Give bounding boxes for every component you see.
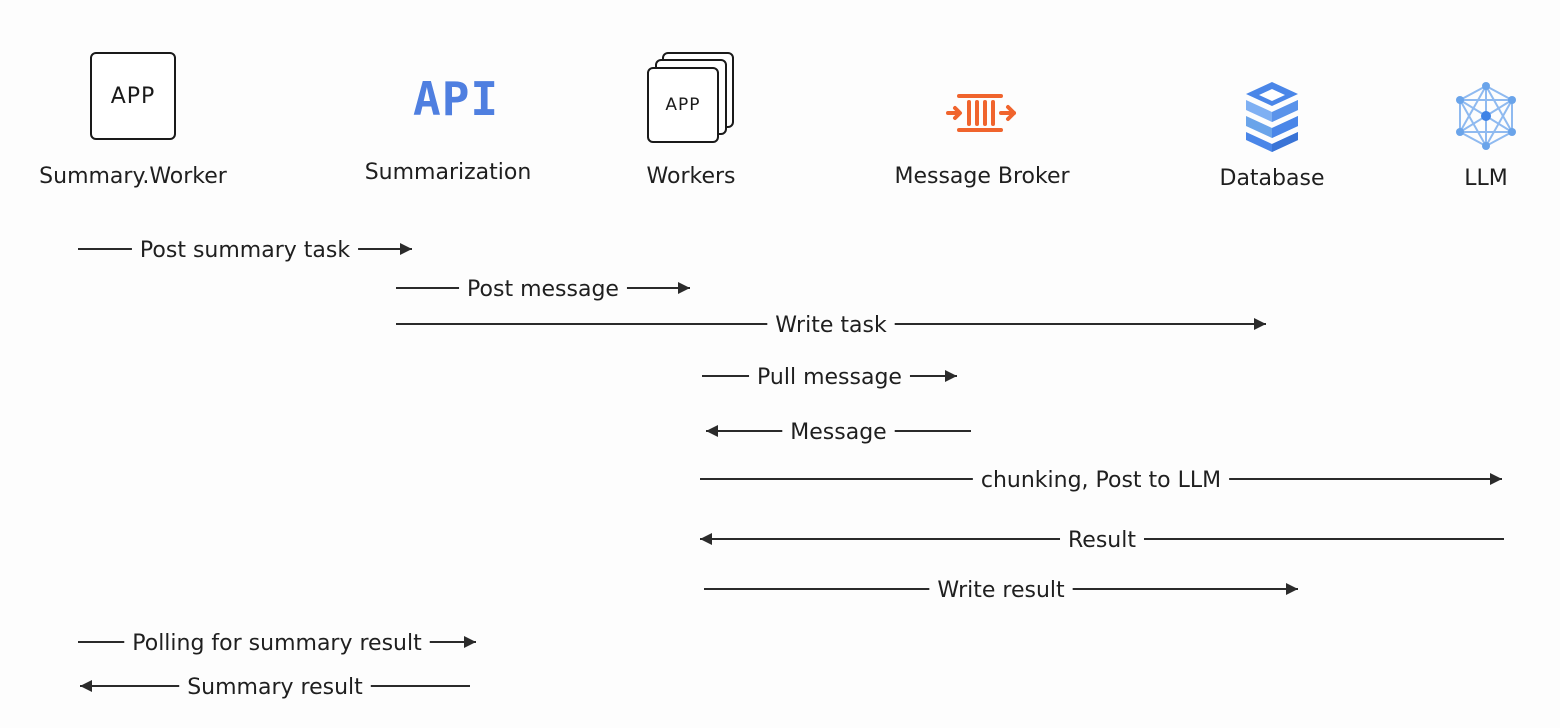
message-broker-icon <box>946 94 1016 132</box>
arrowhead-icon <box>80 680 92 692</box>
actor-label-workers: Workers <box>646 164 736 189</box>
message-label: Message <box>790 420 886 445</box>
message-label: Post summary task <box>140 238 350 263</box>
message-label: chunking, Post to LLM <box>981 468 1221 493</box>
app-box-icon: APP <box>90 52 176 140</box>
message-label: Write task <box>775 313 887 338</box>
arrowhead-icon <box>1490 473 1502 485</box>
message-arrow: Message <box>706 420 971 445</box>
message-label: Polling for summary result <box>132 631 422 656</box>
message-label: Pull message <box>757 365 902 390</box>
arrowhead-icon <box>706 425 718 437</box>
actor-label-summary-worker: Summary.Worker <box>39 164 227 189</box>
message-label: Summary result <box>187 675 363 700</box>
message-arrow: Summary result <box>80 675 470 700</box>
actor-label-database: Database <box>1219 166 1325 191</box>
stacked-app-front: APP <box>647 67 719 143</box>
message-arrow: Polling for summary result <box>78 631 476 656</box>
actor-label-llm: LLM <box>1464 166 1508 191</box>
arrowhead-icon <box>678 282 690 294</box>
arrowhead-icon <box>700 533 712 545</box>
message-arrow: Post summary task <box>78 238 412 263</box>
message-arrow: Write result <box>704 578 1298 603</box>
message-arrow: Pull message <box>702 365 957 390</box>
message-label: Result <box>1068 528 1136 553</box>
message-label: Write result <box>937 578 1065 603</box>
database-icon <box>1246 82 1298 152</box>
arrowhead-icon <box>1254 318 1266 330</box>
message-arrow: chunking, Post to LLM <box>700 468 1502 493</box>
actor-label-message-broker: Message Broker <box>894 164 1070 189</box>
llm-network-icon <box>1456 82 1516 150</box>
message-arrow: Result <box>700 528 1504 553</box>
api-icon: API <box>413 72 500 126</box>
message-arrow: Post message <box>396 277 690 302</box>
message-arrow: Write task <box>396 313 1266 338</box>
arrowhead-icon <box>945 370 957 382</box>
arrowhead-icon <box>464 636 476 648</box>
arrowhead-icon <box>400 243 412 255</box>
arrowhead-icon <box>1286 583 1298 595</box>
actor-label-summarization: Summarization <box>364 160 532 185</box>
message-label: Post message <box>467 277 619 302</box>
